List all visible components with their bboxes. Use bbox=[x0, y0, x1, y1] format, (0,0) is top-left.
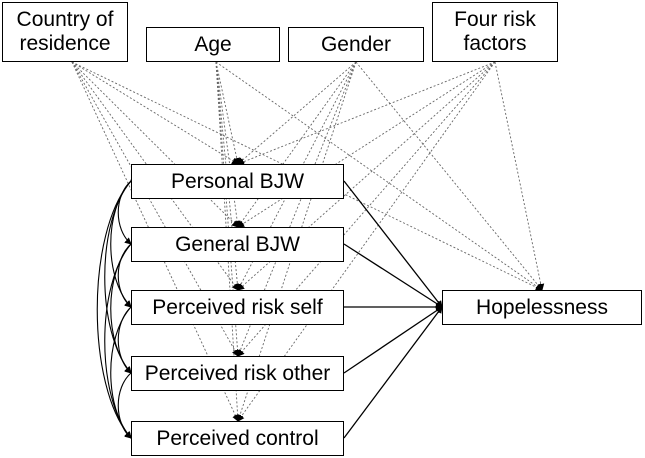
path-gender-hope bbox=[355, 61, 543, 291]
path-four-hope bbox=[494, 61, 545, 291]
node-label-line2: residence bbox=[19, 32, 111, 55]
cov-pro-pc bbox=[117, 366, 138, 439]
path-gender-gbjw bbox=[237, 61, 357, 228]
path-four-gbjw bbox=[237, 61, 496, 228]
node-label-line2: factors bbox=[463, 32, 527, 55]
cov-pbjw-pc bbox=[96, 174, 138, 439]
cov-prs-pc bbox=[110, 300, 138, 439]
path-four-pc bbox=[237, 61, 496, 422]
path-gbjw-hope bbox=[343, 243, 443, 308]
path-pc-hope bbox=[343, 306, 443, 439]
path-country-pbjw bbox=[71, 61, 239, 165]
cov-pbjw-prs bbox=[110, 174, 138, 308]
node-perceived-risk-other: Perceived risk other bbox=[131, 356, 344, 391]
path-age-gbjw bbox=[215, 61, 241, 228]
node-personal-bjw: Personal BJW bbox=[131, 164, 344, 199]
path-country-gbjw bbox=[71, 61, 239, 228]
cov-prs-pro bbox=[117, 300, 138, 374]
node-country-of-residence: Country of residence bbox=[2, 2, 128, 62]
path-gender-pbjw bbox=[237, 61, 357, 165]
node-label: General BJW bbox=[175, 232, 300, 256]
path-four-prs bbox=[237, 61, 496, 291]
cov-gbjw-pro bbox=[110, 237, 138, 374]
node-perceived-risk-self: Perceived risk self bbox=[131, 290, 344, 325]
node-label: Hopelessness bbox=[476, 295, 608, 319]
node-general-bjw: General BJW bbox=[131, 227, 344, 262]
path-gender-pro bbox=[236, 61, 357, 357]
node-label-line1: Country of bbox=[16, 8, 114, 31]
path-pro-hope bbox=[343, 306, 443, 374]
node-gender: Gender bbox=[288, 27, 424, 62]
node-label: Age bbox=[194, 32, 232, 56]
node-perceived-control: Perceived control bbox=[131, 421, 344, 456]
node-label: Gender bbox=[320, 32, 392, 56]
node-label-line1: Four risk bbox=[454, 8, 536, 31]
node-label: Perceived risk other bbox=[144, 361, 331, 385]
node-label: Perceived risk self bbox=[152, 295, 323, 319]
node-age: Age bbox=[146, 27, 280, 62]
node-label: Personal BJW bbox=[170, 169, 305, 193]
mediator-paths bbox=[343, 180, 443, 439]
path-pbjw-hope bbox=[343, 180, 443, 308]
node-hopelessness: Hopelessness bbox=[442, 290, 642, 325]
node-four-risk-factors: Four risk factors bbox=[432, 2, 558, 62]
path-four-pbjw bbox=[237, 61, 496, 166]
node-label: Perceived control bbox=[156, 426, 319, 450]
covariance-arcs bbox=[96, 174, 138, 439]
path-age-pbjw bbox=[215, 61, 241, 165]
